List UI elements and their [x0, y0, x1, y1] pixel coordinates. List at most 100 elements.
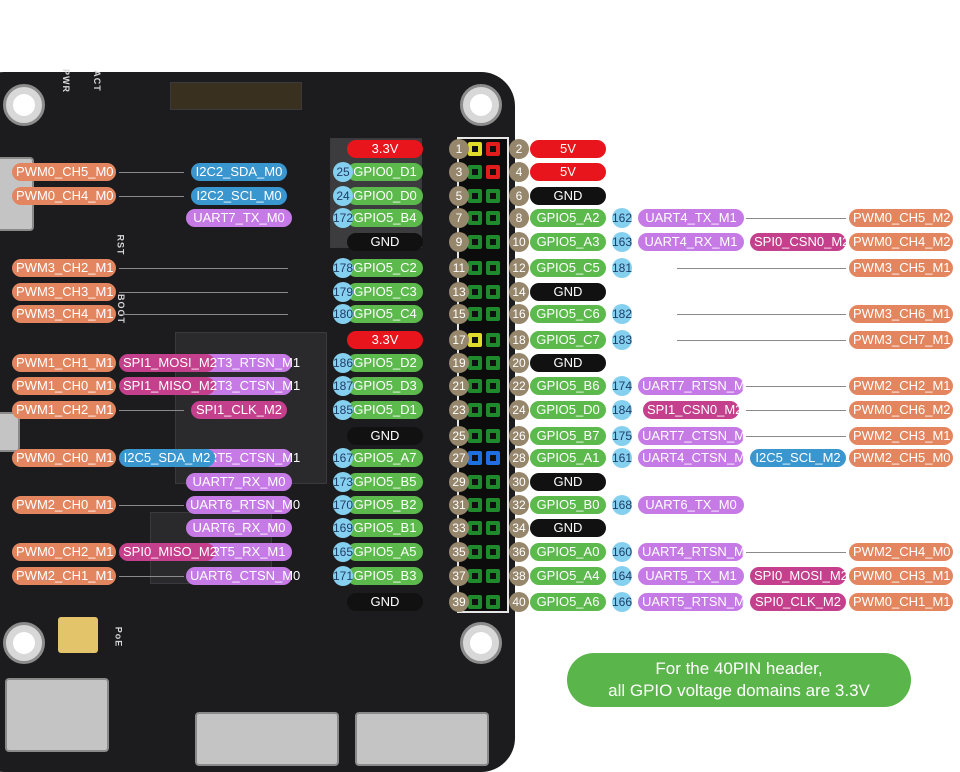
right-pin-36-func-pwm2_ch4_m0: PWM2_CH4_M0 [849, 543, 953, 561]
left-pin-27-func-pwm0_ch0_m1: PWM0_CH0_M1 [12, 449, 116, 467]
header-pin-21 [468, 379, 482, 393]
right-pin-32-name: GPIO5_B0 [530, 496, 606, 514]
header-pin-8 [486, 211, 500, 225]
header-pin-13 [468, 285, 482, 299]
right-pin-22-name: GPIO5_B6 [530, 377, 606, 395]
left-pin-number-21: 21 [449, 376, 469, 396]
left-pin-15-func-pwm3_ch4_m1: PWM3_CH4_M1 [12, 305, 116, 323]
voltage-note: For the 40PIN header, all GPIO voltage d… [567, 653, 911, 707]
hdmi-port-1 [195, 712, 339, 766]
right-pin-number-40: 40 [509, 592, 529, 612]
left-pin-31-gpio-number: 170 [333, 495, 353, 515]
left-pin-number-37: 37 [449, 566, 469, 586]
silk-rst: RST [115, 234, 126, 256]
left-pin-11-leader [119, 268, 288, 269]
right-pin-number-2: 2 [509, 139, 529, 159]
hdmi-port-2 [355, 712, 489, 766]
header-pin-26 [486, 429, 500, 443]
left-pin-5-name: GPIO0_D0 [347, 187, 423, 205]
right-pin-16-name: GPIO5_C6 [530, 305, 606, 323]
left-pin-3-gpio-number: 25 [333, 162, 353, 182]
right-pin-16-gpio-number: 182 [612, 304, 632, 324]
right-pin-10-func-spi0_csn0_m2: SPI0_CSN0_M2 [750, 233, 849, 251]
right-pin-24-func-pwm0_ch6_m2: PWM0_CH6_M2 [849, 401, 953, 419]
left-pin-5-gpio-number: 24 [333, 186, 353, 206]
header-pin-37 [468, 569, 482, 583]
left-pin-1-name: 3.3V [347, 140, 423, 158]
header-pin-25 [468, 429, 482, 443]
right-pin-36-name: GPIO5_A0 [530, 543, 606, 561]
left-pin-number-33: 33 [449, 518, 469, 538]
header-pin-28 [486, 451, 500, 465]
left-pin-15-leader [119, 314, 288, 315]
header-pin-1 [468, 142, 482, 156]
left-pin-31-name: GPIO5_B2 [347, 496, 423, 514]
left-pin-7-name: GPIO5_B4 [347, 209, 423, 227]
right-pin-22-func-pwm2_ch2_m1: PWM2_CH2_M1 [849, 377, 953, 395]
header-pin-5 [468, 189, 482, 203]
right-pin-number-4: 4 [509, 162, 529, 182]
left-pin-number-19: 19 [449, 353, 469, 373]
left-pin-35-func-pwm0_ch2_m1: PWM0_CH2_M1 [12, 543, 116, 561]
left-pin-13-func-pwm3_ch3_m1: PWM3_CH3_M1 [12, 283, 116, 301]
silk-act: ACT [91, 70, 102, 92]
right-pin-12-leader [677, 268, 846, 269]
right-pin-40-func-spi0_clk_m2: SPI0_CLK_M2 [750, 593, 846, 611]
left-pin-19-func-spi1_mosi_m2: SPI1_MOSI_M2 [119, 354, 217, 372]
right-pin-2-name: 5V [530, 140, 606, 158]
header-pin-39 [468, 595, 482, 609]
header-pin-17 [468, 333, 482, 347]
left-pin-31-func-uart6_rtsn_m0: UART6_RTSN_M0 [186, 496, 300, 514]
left-pin-number-27: 27 [449, 448, 469, 468]
header-pin-36 [486, 545, 500, 559]
header-pin-34 [486, 521, 500, 535]
left-pin-13-gpio-number: 179 [333, 282, 353, 302]
right-pin-10-gpio-number: 163 [612, 232, 632, 252]
right-pin-22-gpio-number: 174 [612, 376, 632, 396]
right-pin-number-18: 18 [509, 330, 529, 350]
right-pin-40-func-uart5_rtsn_m1: UART5_RTSN_M1 [638, 593, 752, 611]
left-pin-3-func-i2c2_sda_m0: I2C2_SDA_M0 [191, 163, 287, 181]
right-pin-22-leader [746, 386, 846, 387]
header-pin-15 [468, 307, 482, 321]
left-pin-11-gpio-number: 178 [333, 258, 353, 278]
right-pin-30-name: GND [530, 473, 606, 491]
right-pin-24-func-spi1_csn0_m2: SPI1_CSN0_M2 [643, 401, 742, 419]
ethernet-port [5, 678, 109, 752]
mounting-hole-top-left [3, 84, 45, 126]
right-pin-38-func-pwm0_ch3_m1: PWM0_CH3_M1 [849, 567, 953, 585]
left-pin-number-25: 25 [449, 426, 469, 446]
left-pin-37-func-pwm2_ch1_m1: PWM2_CH1_M1 [12, 567, 116, 585]
header-pin-9 [468, 235, 482, 249]
left-pin-37-func-uart6_ctsn_m0: UART6_CTSN_M0 [186, 567, 300, 585]
left-pin-11-func-pwm3_ch2_m1: PWM3_CH2_M1 [12, 259, 116, 277]
right-pin-18-gpio-number: 183 [612, 330, 632, 350]
left-pin-19-func-pwm1_ch1_m1: PWM1_CH1_M1 [12, 354, 116, 372]
right-pin-number-20: 20 [509, 353, 529, 373]
right-pin-14-name: GND [530, 283, 606, 301]
right-pin-number-22: 22 [509, 376, 529, 396]
left-pin-number-39: 39 [449, 592, 469, 612]
left-pin-5-func-i2c2_scl_m0: I2C2_SCL_M0 [191, 187, 287, 205]
right-pin-number-34: 34 [509, 518, 529, 538]
left-pin-33-name: GPIO5_B1 [347, 519, 423, 537]
header-pin-11 [468, 261, 482, 275]
left-pin-23-name: GPIO5_D1 [347, 401, 423, 419]
right-pin-8-leader [746, 218, 846, 219]
left-pin-37-name: GPIO5_B3 [347, 567, 423, 585]
right-pin-10-name: GPIO5_A3 [530, 233, 606, 251]
right-pin-number-6: 6 [509, 186, 529, 206]
left-pin-21-func-pwm1_ch0_m1: PWM1_CH0_M1 [12, 377, 116, 395]
header-pin-23 [468, 403, 482, 417]
left-pin-number-35: 35 [449, 542, 469, 562]
header-pin-20 [486, 356, 500, 370]
left-pin-37-leader [119, 576, 184, 577]
left-pin-35-name: GPIO5_A5 [347, 543, 423, 561]
right-pin-number-28: 28 [509, 448, 529, 468]
right-pin-12-func-pwm3_ch5_m1: PWM3_CH5_M1 [849, 259, 953, 277]
right-pin-18-leader [677, 340, 846, 341]
right-pin-number-24: 24 [509, 400, 529, 420]
left-pin-15-name: GPIO5_C4 [347, 305, 423, 323]
left-pin-3-func-pwm0_ch5_m0: PWM0_CH5_M0 [12, 163, 116, 181]
poe-header [58, 617, 98, 653]
